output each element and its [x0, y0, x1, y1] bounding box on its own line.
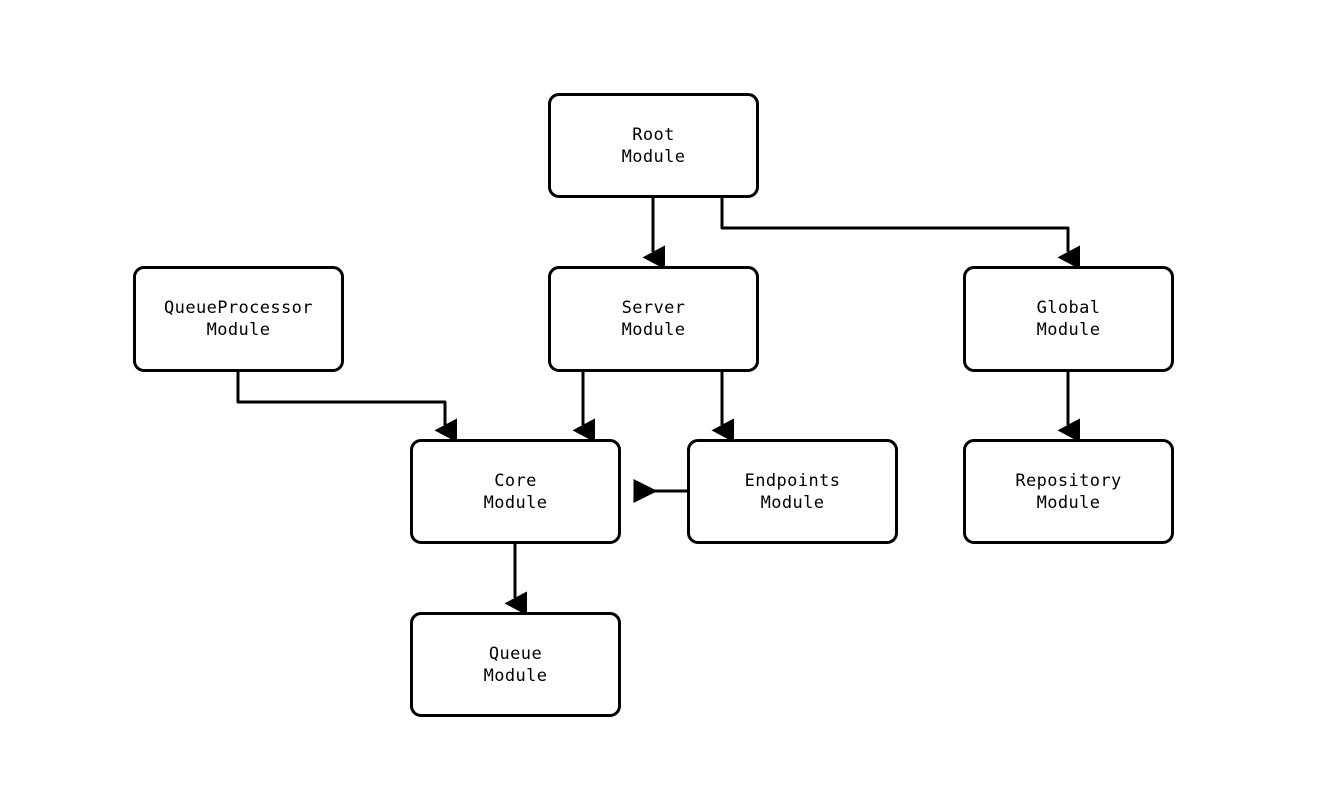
- edges-group: [236, 198, 1080, 616]
- node-queueprocessor-module[interactable]: QueueProcessor Module: [133, 266, 344, 372]
- node-core-module[interactable]: Core Module: [410, 439, 621, 544]
- node-global-module-suffix: Module: [1036, 320, 1101, 340]
- node-global-module-name: Global: [1036, 298, 1101, 318]
- node-server-module[interactable]: Server Module: [548, 266, 759, 372]
- node-queue-module-suffix: Module: [483, 665, 548, 686]
- node-root-module[interactable]: Root Module: [548, 93, 759, 198]
- node-endpoints-module-suffix: Module: [760, 492, 825, 513]
- node-queue-module-name: Queue: [488, 643, 543, 664]
- edge-root-to-global: [720, 198, 1080, 270]
- node-server-module-name: Server: [621, 298, 686, 318]
- node-root-module-suffix: Module: [621, 146, 686, 167]
- node-repository-module-name: Repository: [1015, 470, 1122, 491]
- node-queue-module[interactable]: Queue Module: [410, 612, 621, 717]
- node-core-module-suffix: Module: [483, 492, 548, 513]
- node-endpoints-module[interactable]: Endpoints Module: [687, 439, 898, 544]
- node-queueprocessor-module-name: QueueProcessor: [164, 298, 313, 318]
- node-repository-module[interactable]: Repository Module: [963, 439, 1174, 544]
- edge-queueprocessor-to-core: [236, 372, 457, 443]
- node-queueprocessor-module-suffix: Module: [206, 320, 271, 340]
- node-endpoints-module-name: Endpoints: [744, 470, 841, 491]
- node-repository-module-suffix: Module: [1036, 492, 1101, 513]
- node-server-module-suffix: Module: [621, 320, 686, 340]
- node-global-module[interactable]: Global Module: [963, 266, 1174, 372]
- node-core-module-name: Core: [494, 470, 537, 491]
- node-root-module-name: Root: [632, 124, 675, 145]
